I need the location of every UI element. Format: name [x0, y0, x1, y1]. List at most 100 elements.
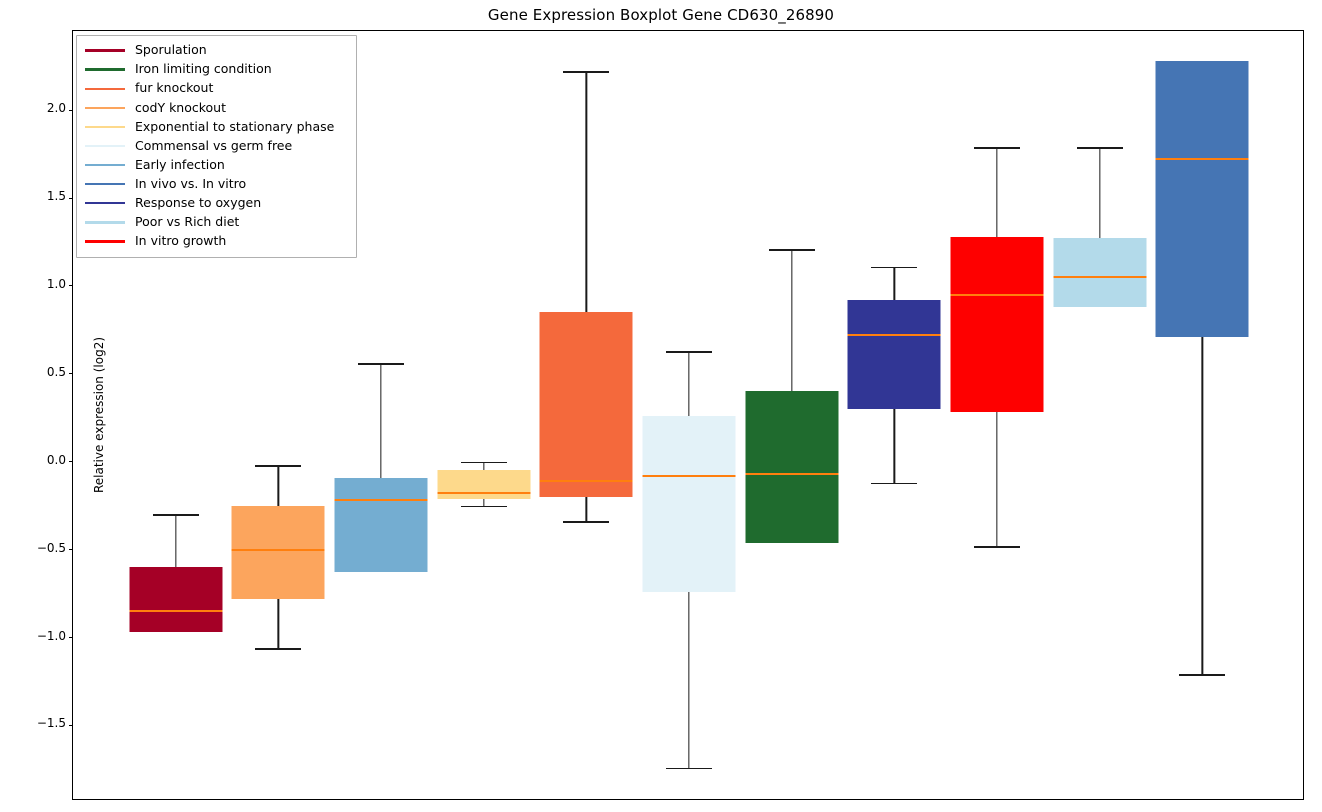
legend-color-swatch — [85, 221, 125, 224]
box-rect — [1155, 60, 1249, 337]
y-tick-label: 1.5 — [46, 189, 66, 203]
legend-item: fur knockout — [85, 79, 348, 98]
lower-whisker-cap — [563, 521, 610, 524]
boxplot-box — [218, 31, 338, 799]
lower-whisker — [893, 408, 895, 483]
upper-whisker-cap — [974, 147, 1020, 149]
median-line — [334, 499, 428, 502]
median-line — [231, 548, 325, 551]
lower-whisker — [996, 412, 998, 547]
legend-label: Exponential to stationary phase — [135, 118, 335, 134]
upper-whisker — [893, 266, 895, 300]
upper-whisker-cap — [358, 363, 404, 365]
box-rect — [437, 470, 531, 499]
legend-item: Sporulation — [85, 41, 348, 60]
lower-whisker-cap — [460, 505, 507, 508]
legend-color-swatch — [85, 183, 125, 186]
y-tick-label: 0.0 — [46, 452, 66, 467]
legend-label: codY knockout — [135, 99, 227, 115]
upper-whisker-cap — [871, 266, 918, 269]
box-rect — [334, 477, 428, 573]
upper-whisker — [791, 248, 793, 392]
legend-color-swatch — [85, 144, 125, 148]
upper-whisker-cap — [666, 350, 712, 353]
upper-whisker-cap — [255, 465, 302, 467]
y-tick-label: −1.5 — [36, 716, 66, 731]
upper-whisker-cap — [563, 71, 610, 74]
legend-color-swatch — [85, 125, 125, 129]
boxplot-box — [321, 31, 441, 799]
boxplot-box — [937, 31, 1057, 799]
upper-whisker-cap — [152, 514, 199, 517]
lower-whisker — [1201, 336, 1203, 675]
upper-whisker — [996, 147, 998, 237]
median-line — [1155, 158, 1249, 161]
upper-whisker — [1099, 147, 1101, 239]
boxplot-series — [73, 31, 1303, 799]
lower-whisker-cap — [666, 767, 712, 770]
upper-whisker — [688, 350, 690, 416]
legend-label: Early infection — [135, 156, 225, 172]
y-tick-label: 2.0 — [46, 101, 66, 116]
median-line — [745, 473, 839, 475]
upper-whisker — [380, 363, 382, 478]
box-rect — [539, 312, 633, 497]
upper-whisker-cap — [768, 248, 815, 251]
y-tick-mark — [69, 637, 73, 638]
boxplot-box — [732, 31, 852, 799]
lower-whisker-cap — [1179, 674, 1226, 677]
y-tick-mark — [69, 197, 73, 199]
legend-color-swatch — [85, 106, 125, 110]
lower-whisker-cap — [871, 482, 918, 485]
boxplot-box — [834, 31, 954, 799]
legend-item: In vivo vs. In vitro — [85, 175, 348, 194]
legend-item: Exponential to stationary phase — [85, 117, 348, 136]
legend-label: fur knockout — [135, 80, 214, 96]
upper-whisker-cap — [1076, 147, 1123, 149]
chart-title: Gene Expression Boxplot Gene CD630_26890 — [487, 6, 835, 24]
legend-color-swatch — [85, 87, 125, 90]
y-tick-mark — [69, 549, 73, 551]
y-tick-mark — [69, 285, 73, 287]
lower-whisker — [483, 498, 485, 506]
legend-item: Response to oxygen — [85, 194, 348, 213]
lower-whisker-cap — [974, 546, 1020, 548]
median-line — [847, 334, 941, 337]
boxplot-box — [424, 31, 544, 799]
median-line — [437, 492, 531, 495]
legend-label: In vitro growth — [135, 233, 227, 249]
upper-whisker-cap — [460, 461, 507, 464]
legend-item: Early infection — [85, 156, 348, 175]
box-rect — [1053, 238, 1147, 307]
legend-color-swatch — [85, 49, 125, 52]
legend-item: In vitro growth — [85, 232, 348, 251]
upper-whisker — [175, 514, 177, 568]
y-tick-label: −1.0 — [36, 628, 66, 643]
legend-item: codY knockout — [85, 98, 348, 117]
box-rect — [847, 299, 941, 409]
boxplot-box — [1142, 31, 1262, 799]
upper-whisker — [585, 71, 587, 313]
box-rect — [950, 236, 1044, 413]
legend-label: Response to oxygen — [135, 195, 262, 211]
median-line — [642, 474, 736, 477]
legend-label: Sporulation — [135, 42, 207, 58]
legend-label: Commensal vs germ free — [135, 137, 293, 153]
boxplot-box — [526, 31, 646, 799]
legend-color-swatch — [85, 163, 125, 167]
box-rect — [231, 505, 325, 599]
legend-item: Commensal vs germ free — [85, 136, 348, 155]
boxplot-box — [629, 31, 749, 799]
y-tick-mark — [69, 724, 73, 726]
box-rect — [745, 391, 839, 543]
boxplot-box — [116, 31, 236, 799]
y-tick-mark — [69, 461, 73, 463]
legend-color-swatch — [85, 240, 125, 243]
legend-label: Poor vs Rich diet — [135, 214, 240, 230]
upper-whisker — [277, 465, 279, 506]
median-line — [950, 293, 1044, 296]
box-rect — [642, 416, 736, 592]
